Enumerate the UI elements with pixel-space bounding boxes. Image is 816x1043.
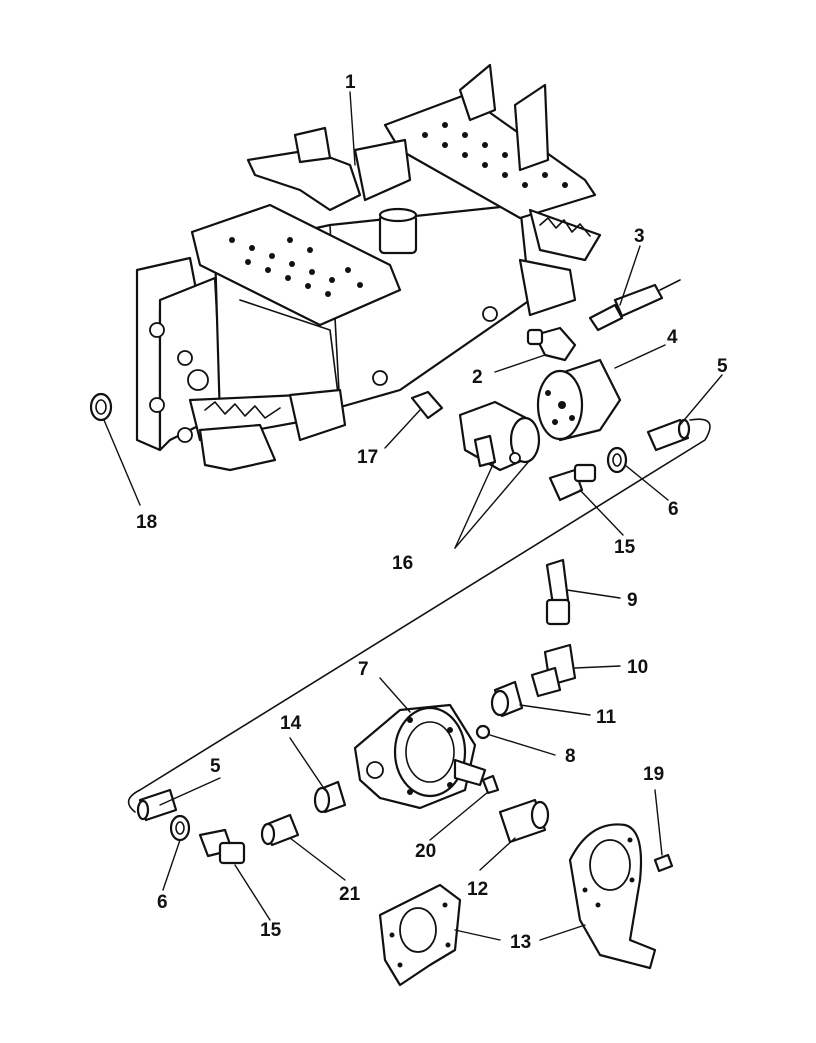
callout-13: 13 (510, 932, 531, 953)
hose-line (127, 418, 711, 813)
part-19-bolt (653, 853, 674, 873)
part-2-elbow (526, 326, 577, 362)
callout-2: 2 (472, 367, 483, 388)
callout-5-upper: 5 (717, 356, 728, 377)
callout-15-lower: 15 (260, 920, 282, 941)
part-15-elbow-upper (548, 463, 597, 502)
callout-7: 7 (358, 659, 369, 680)
callout-6-lower: 6 (157, 892, 168, 913)
callout-16: 16 (392, 553, 413, 574)
callout-9: 9 (627, 590, 638, 611)
callout-14: 14 (280, 713, 302, 734)
callout-20: 20 (415, 841, 436, 862)
callout-5-lower: 5 (210, 756, 221, 777)
part-13-bracket-left (378, 883, 462, 987)
callout-11: 11 (596, 707, 617, 728)
callout-8: 8 (565, 746, 576, 767)
callout-3: 3 (634, 226, 645, 247)
part-17-fitting (410, 390, 444, 420)
part-15-elbow-lower (198, 828, 246, 865)
part-1-main-frame (135, 63, 602, 472)
callout-1: 1 (345, 72, 356, 93)
part-12-coupling (498, 798, 550, 844)
part-6-clamp-lower (169, 814, 191, 842)
part-18-washer (89, 392, 113, 422)
callout-18: 18 (136, 512, 157, 533)
callout-10: 10 (627, 657, 648, 678)
leader-lines (103, 91, 723, 941)
part-5-sleeve-upper (646, 418, 691, 452)
part-6-clamp-upper (606, 446, 628, 474)
callout-4: 4 (667, 327, 678, 348)
part-14-fitting (313, 780, 347, 814)
part-9-fitting (545, 558, 571, 626)
callout-12: 12 (467, 879, 488, 900)
part-11-adapter (490, 680, 524, 718)
callout-21: 21 (339, 884, 361, 905)
part-8-nut (475, 724, 491, 740)
part-20-key (481, 774, 500, 795)
part-16-pump (458, 400, 541, 472)
part-3-fitting (588, 279, 681, 332)
callout-15-upper: 15 (614, 537, 636, 558)
part-13-bracket-right (568, 823, 657, 970)
part-5-sleeve-lower (136, 788, 178, 822)
part-7-pump (353, 703, 487, 810)
callout-17: 17 (357, 447, 378, 468)
part-10-elbow (530, 643, 577, 698)
callout-6-upper: 6 (668, 499, 679, 520)
callout-19: 19 (643, 764, 664, 785)
part-4-cover (536, 358, 622, 442)
